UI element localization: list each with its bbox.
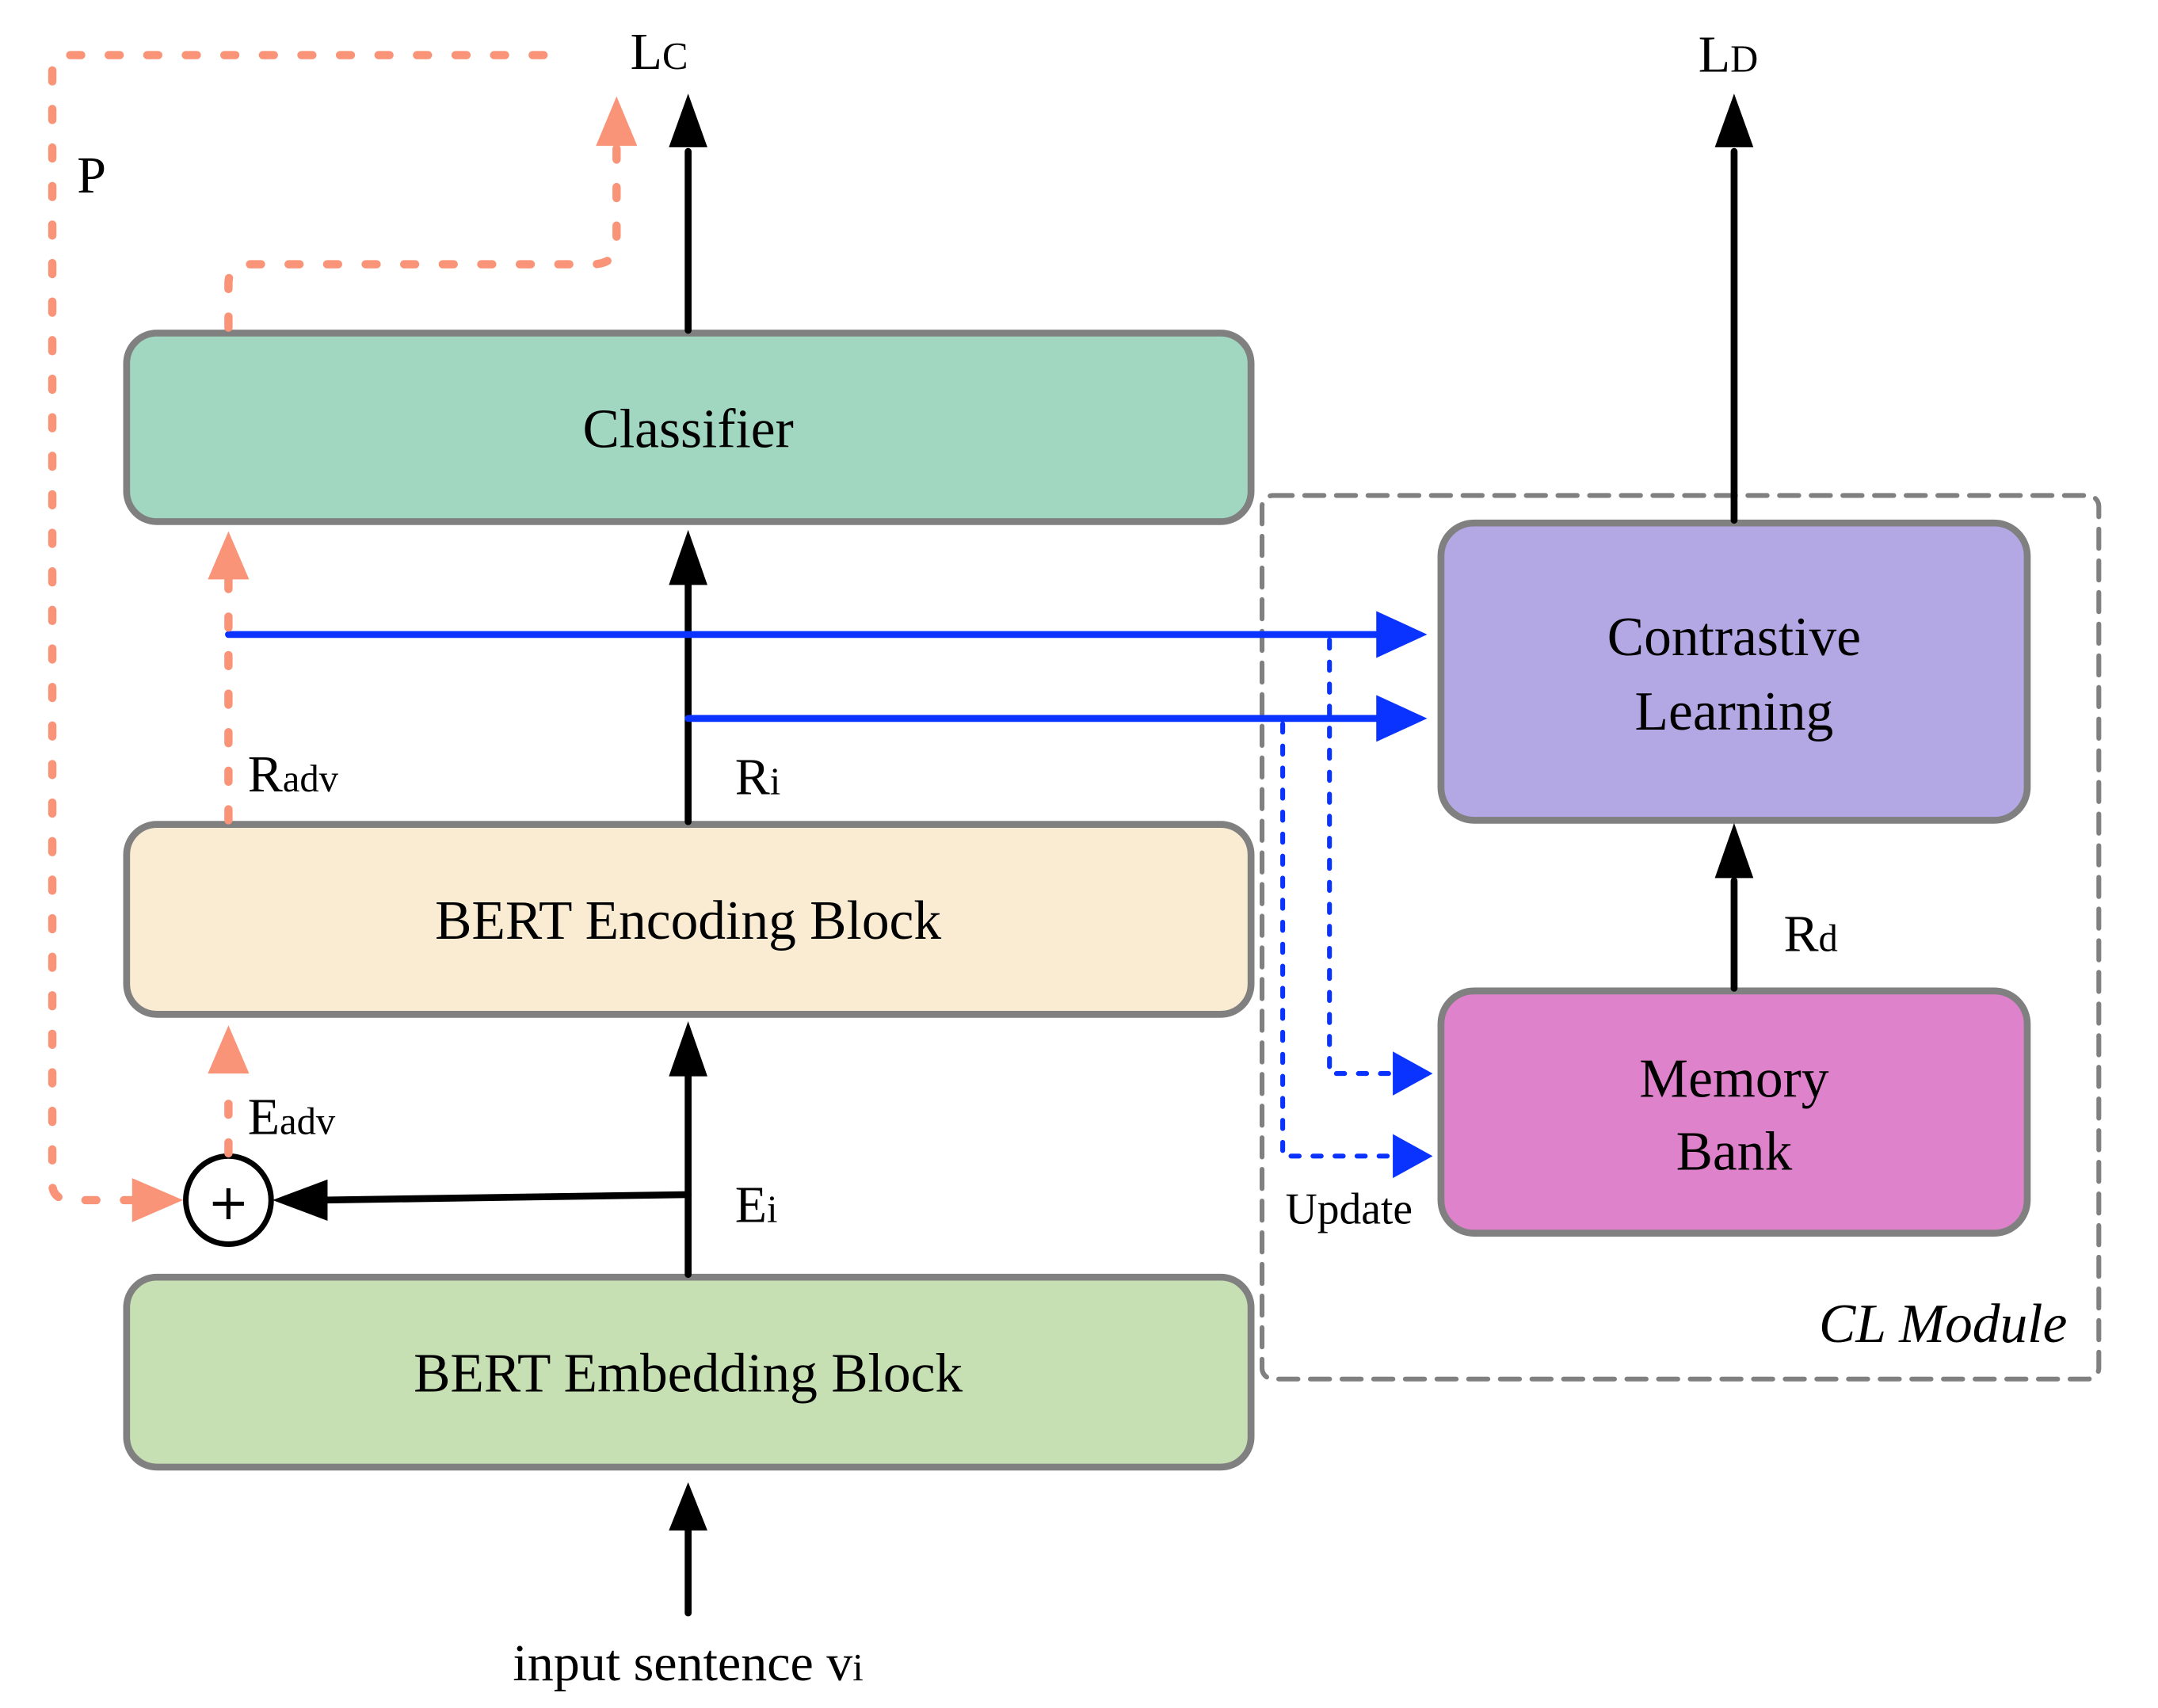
main-arrows [315,147,1738,1617]
perturbation-path [48,51,548,1205]
adversarial-arrowheads [132,96,638,1222]
update-arrowheads [1393,1051,1433,1179]
bert-embedding-block: BERT Embedding Block [123,1273,1255,1471]
memory-label-line2: Bank [1676,1122,1793,1183]
plus-icon: + [208,1173,249,1231]
update-path-ri [1280,721,1396,1159]
ld-label: LD [1699,25,1758,83]
representation-arrowheads [1376,611,1428,742]
arrowhead-up [669,93,707,147]
arrowhead-up [669,529,707,585]
radv-label: Radv [248,745,339,803]
memory-bank-block: Memory Bank [1437,987,2031,1237]
ri-label: Ri [735,748,781,806]
ei-label: Ei [735,1176,778,1234]
eadv-label: Eadv [248,1088,336,1146]
classifier-block: Classifier [123,330,1255,525]
lc-label: LC [631,23,688,81]
update-label: Update [1286,1184,1413,1233]
arrowhead-up [1714,822,1754,879]
arrowhead-up [669,1021,707,1077]
update-arrows [1280,637,1396,1159]
arrowhead-up [669,1482,707,1531]
bert-encoding-block: BERT Encoding Block [123,821,1255,1018]
adversarial-paths [48,51,621,1205]
classifier-label: Classifier [582,399,793,460]
encoding-label: BERT Encoding Block [435,890,941,951]
contrastive-label-line1: Contrastive [1607,607,1861,668]
rd-label: Rd [1783,905,1837,963]
p-label: P [77,147,106,204]
arrowhead-left [272,1179,328,1221]
input-sentence-label: input sentence vi [513,1634,863,1692]
sum-node: + [183,1153,274,1247]
memory-label-line1: Memory [1639,1049,1829,1110]
arrow-ei-to-plus [315,1191,692,1204]
classifier-to-lc-adv-path [224,144,621,332]
embedding-label: BERT Embedding Block [414,1343,963,1404]
cl-module-label: CL Module [1819,1294,2067,1355]
contrastive-learning-block: Contrastive Learning [1437,519,2031,824]
cl-module-container [1260,493,2102,1382]
representation-arrows [225,631,1380,722]
contrastive-label-line2: Learning [1635,681,1834,742]
arrowhead-up [1714,93,1754,147]
main-arrowheads [272,93,1754,1531]
